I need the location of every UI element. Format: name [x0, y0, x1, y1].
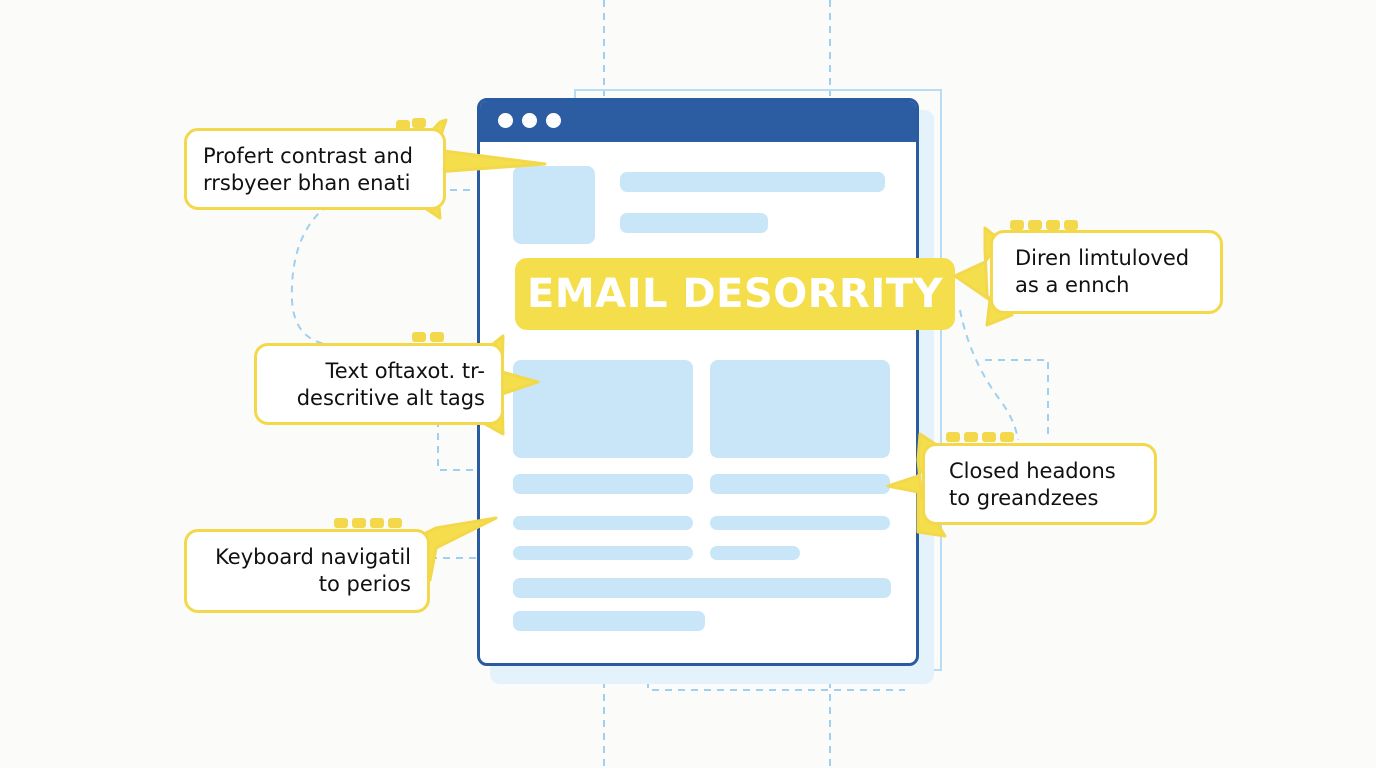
window-dot-icon: [498, 113, 513, 128]
callout-line: descritive alt tags: [296, 386, 485, 410]
callout-line: Text oftaxot. tr-: [325, 359, 485, 383]
callout-line: as a ennch: [1015, 273, 1130, 297]
callout-keyboard: Keyboard navigatil to perios: [184, 529, 430, 613]
tick-mark: [1046, 220, 1060, 230]
tick-mark: [334, 518, 348, 528]
connector-curve-right: [959, 309, 1019, 441]
tick-mark: [946, 432, 960, 442]
tick-mark: [396, 120, 410, 130]
tick-mark: [1028, 220, 1042, 230]
text-line-placeholder: [620, 172, 885, 192]
text-line-placeholder: [513, 546, 693, 560]
callout-contrast: Profert contrast and rrsbyeer bhan enati: [184, 128, 446, 210]
tick-mark: [964, 432, 978, 442]
tick-mark: [1064, 220, 1078, 230]
callout-line: to greandzees: [949, 486, 1099, 510]
text-line-placeholder: [710, 516, 890, 530]
text-line-placeholder: [620, 213, 768, 233]
tick-mark: [412, 332, 426, 342]
callout-line: to perios: [318, 572, 411, 596]
tick-mark: [412, 118, 426, 128]
image-placeholder: [710, 360, 890, 458]
callout-line: Diren limtuloved: [1015, 246, 1190, 270]
connector-left-mid: [437, 420, 478, 471]
text-line-placeholder: [710, 546, 800, 560]
text-line-placeholder: [513, 516, 693, 530]
window-dot-icon: [522, 113, 537, 128]
text-line-placeholder: [513, 474, 693, 494]
tick-mark: [982, 432, 996, 442]
email-window: [477, 98, 919, 666]
tick-mark: [430, 332, 444, 342]
text-line-placeholder: [710, 474, 890, 494]
tick-mark: [1000, 432, 1014, 442]
image-placeholder: [513, 360, 693, 458]
text-line-placeholder: [513, 611, 705, 631]
tick-mark: [370, 518, 384, 528]
window-dot-icon: [546, 113, 561, 128]
callout-alt-tags: Text oftaxot. tr- descritive alt tags: [254, 343, 504, 425]
tick-mark: [352, 518, 366, 528]
callout-line: Profert contrast and: [203, 144, 413, 168]
tick-mark: [388, 518, 402, 528]
callout-line: rrsbyeer bhan enati: [203, 171, 411, 195]
image-placeholder: [513, 166, 595, 244]
callout-limtuloved: Diren limtuloved as a ennch: [990, 230, 1223, 314]
callout-line: Closed headons: [949, 459, 1116, 483]
text-line-placeholder: [513, 578, 891, 598]
callout-headings: Closed headons to greandzees: [922, 443, 1157, 525]
callout-line: Keyboard navigatil: [215, 545, 411, 569]
tick-mark: [1010, 220, 1024, 230]
title-banner: EMAIL DESORRITY: [515, 258, 955, 330]
banner-title: EMAIL DESORRITY: [527, 271, 943, 317]
window-title-bar: [480, 101, 916, 142]
